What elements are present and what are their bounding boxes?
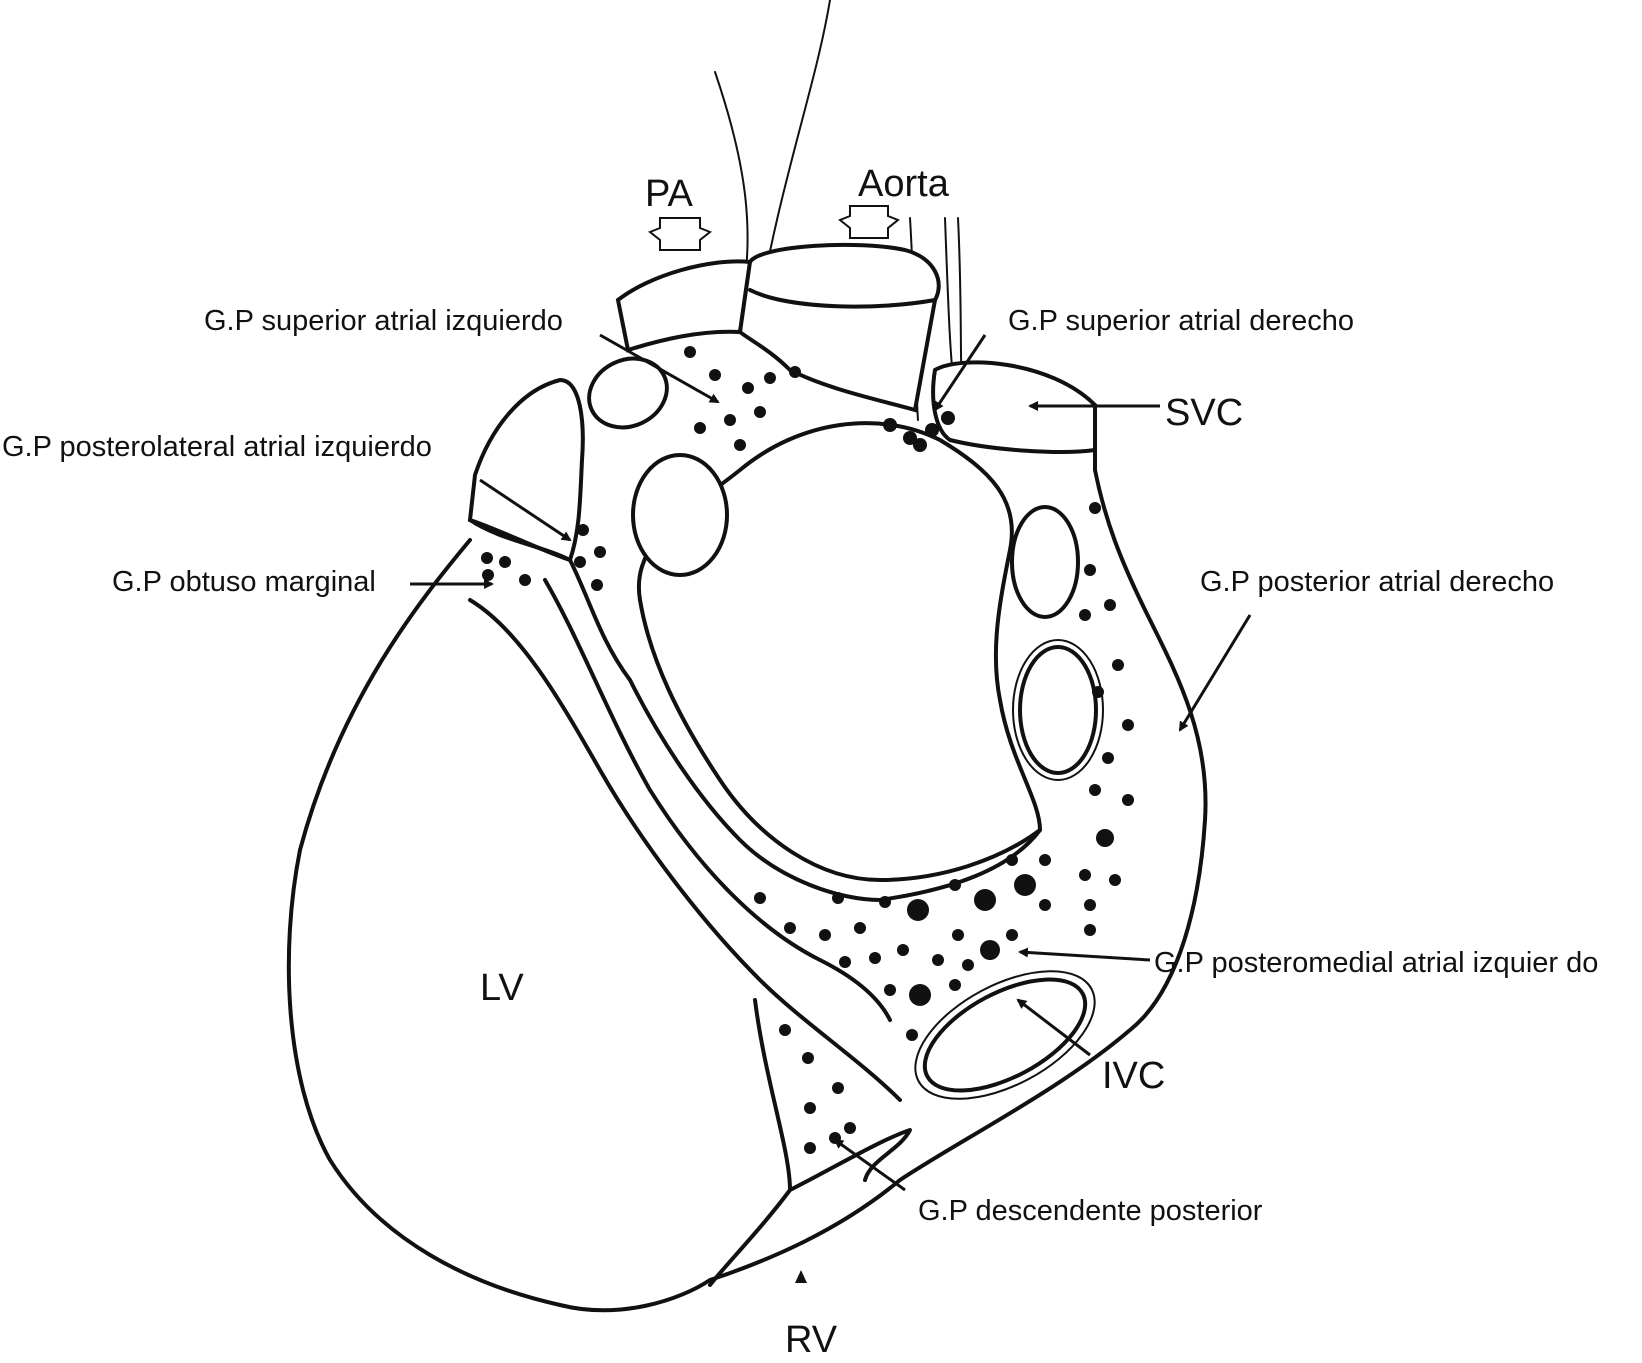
right-ventricle-outline (708, 998, 792, 1287)
pulmonary-vein-lower-right (1018, 645, 1098, 775)
vein-rim (1012, 639, 1104, 781)
label-aorta: Aorta (858, 163, 950, 205)
superior-vena-cava (931, 360, 1097, 454)
pulmonary-vein-upper-right (1010, 505, 1080, 619)
atrial-band-left (568, 558, 1042, 902)
crux (788, 1128, 912, 1192)
label-gp-posteromedial-izq: G.P posteromedial atrial izquier do (1154, 947, 1598, 979)
pulmonary-artery-trunk (615, 259, 753, 353)
label-gp-superior-izq: G.P superior atrial izquierdo (204, 305, 563, 337)
aorta-rim (748, 288, 937, 309)
pulmonary-vein-lower-left (631, 453, 729, 577)
left-atrial-appendage (467, 377, 585, 563)
aorta-arrow-icon (838, 205, 900, 239)
label-gp-posterolateral-izq: G.P posterolateral atrial izquierdo (2, 431, 432, 463)
arrow-gp-posterior-der (1178, 614, 1252, 732)
label-rv: RV (785, 1319, 838, 1361)
label-gp-obtuso-marginal: G.P obtuso marginal (112, 566, 376, 598)
appendage-base (468, 518, 572, 562)
pa-arrow-icon (648, 217, 712, 251)
label-gp-descendente-posterior: G.P descendente posterior (918, 1195, 1263, 1227)
arrow-gp-superior-izq (599, 333, 720, 404)
arrow-gp-posteromedial-izq (1018, 947, 1151, 962)
label-svc: SVC (1165, 392, 1243, 434)
aorta-trunk (737, 242, 941, 413)
label-lv: LV (480, 967, 524, 1009)
label-gp-superior-der: G.P superior atrial derecho (1008, 305, 1354, 337)
ivc-rim (914, 970, 1096, 1100)
left-atrium (636, 421, 1042, 882)
av-groove (468, 598, 902, 1102)
arrow-gp-posterolateral-izq (479, 478, 572, 542)
av-groove-inner (543, 578, 892, 1022)
heart-outline (286, 418, 1208, 1313)
inferior-vena-cava (922, 977, 1088, 1093)
label-gp-posterior-der: G.P posterior atrial derecho (1200, 566, 1554, 598)
rv-caret-icon (795, 1270, 807, 1283)
arrow-gp-descendente (833, 1138, 906, 1192)
label-pa: PA (645, 173, 694, 215)
ganglion-dots (481, 346, 1134, 1154)
pulmonary-vein-upper-left (587, 356, 669, 430)
label-ivc: IVC (1102, 1055, 1165, 1097)
arrow-gp-superior-der (933, 334, 987, 412)
arrow-ivc (1016, 998, 1091, 1057)
